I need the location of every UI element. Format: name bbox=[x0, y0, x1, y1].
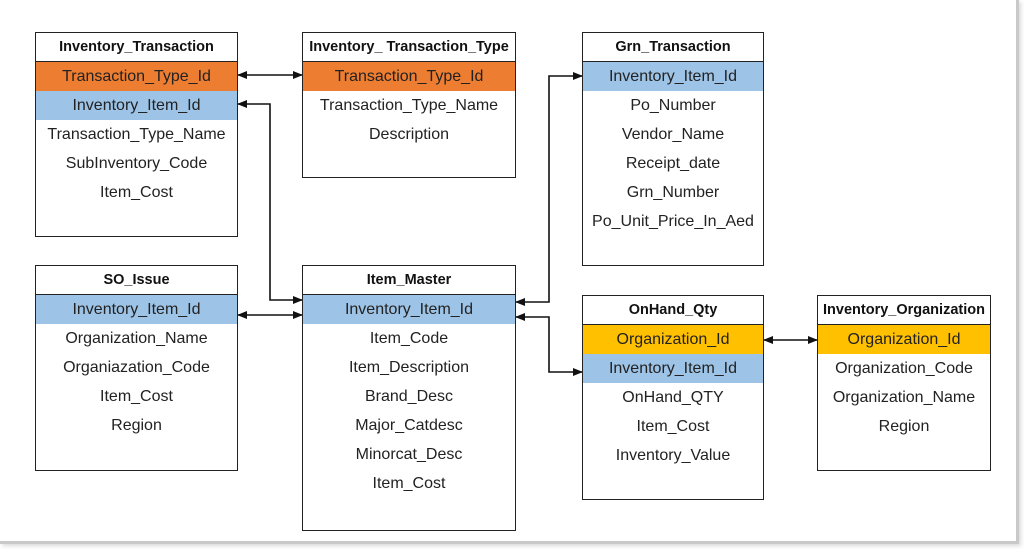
table-grn-transaction: Grn_Transaction Inventory_Item_Id Po_Num… bbox=[582, 32, 764, 266]
field-brand-desc: Brand_Desc bbox=[364, 388, 454, 405]
field-organization-code: Organiazation_Code bbox=[63, 359, 210, 376]
field-transaction-type-name: Transaction_Type_Name bbox=[47, 126, 226, 143]
table-title: Inventory_ Transaction_Type bbox=[303, 33, 515, 62]
field-item-cost: Item_Cost bbox=[100, 184, 173, 201]
field-onhand-qty: OnHand_QTY bbox=[622, 389, 724, 406]
table-title: Grn_Transaction bbox=[583, 33, 763, 62]
field-receipt-date: Receipt_date bbox=[625, 155, 721, 172]
table-title: Item_Master bbox=[303, 266, 515, 295]
table-so-issue: SO_Issue Inventory_Item_Id Organization_… bbox=[35, 265, 238, 471]
table-item-master: Item_Master Inventory_Item_Id Item_Code … bbox=[302, 265, 516, 531]
field-description: Description bbox=[368, 126, 450, 143]
table-inventory-organization: Inventory_Organization Organization_Id O… bbox=[817, 295, 991, 471]
field-subinventory-code: SubInventory_Code bbox=[65, 155, 208, 172]
table-onhand-qty: OnHand_Qty Organization_Id Inventory_Ite… bbox=[582, 295, 764, 500]
field-organization-name: Organization_Name bbox=[832, 389, 976, 406]
field-item-code: Item_Code bbox=[369, 330, 449, 347]
field-inventory-item-id: Inventory_Item_Id bbox=[36, 91, 237, 120]
field-item-cost: Item_Cost bbox=[100, 388, 173, 405]
field-major-catdesc: Major_Catdesc bbox=[355, 417, 463, 434]
field-item-description: Item_Description bbox=[348, 359, 470, 376]
field-region: Region bbox=[878, 418, 930, 435]
field-transaction-type-id: Transaction_Type_Id bbox=[303, 62, 515, 91]
table-title: Inventory_Transaction bbox=[36, 33, 237, 62]
table-title: OnHand_Qty bbox=[583, 296, 763, 325]
field-item-cost: Item_Cost bbox=[636, 418, 710, 435]
field-grn-number: Grn_Number bbox=[626, 184, 720, 201]
field-organization-id: Organization_Id bbox=[818, 325, 990, 354]
field-po-number: Po_Number bbox=[630, 97, 716, 114]
field-organization-code: Organization_Code bbox=[835, 360, 973, 377]
field-organization-name: Organization_Name bbox=[65, 330, 208, 347]
field-transaction-type-id: Transaction_Type_Id bbox=[36, 62, 237, 91]
field-inventory-item-id: Inventory_Item_Id bbox=[36, 295, 237, 324]
field-vendor-name: Vendor_Name bbox=[621, 126, 725, 143]
field-inventory-value: Inventory_Value bbox=[615, 447, 731, 464]
table-inventory-transaction: Inventory_Transaction Transaction_Type_I… bbox=[35, 32, 238, 237]
field-region: Region bbox=[111, 417, 162, 434]
field-transaction-type-name: Transaction_Type_Name bbox=[319, 97, 499, 114]
field-organization-id: Organization_Id bbox=[583, 325, 763, 354]
field-inventory-item-id: Inventory_Item_Id bbox=[583, 354, 763, 383]
field-po-unit-price: Po_Unit_Price_In_Aed bbox=[592, 213, 754, 230]
field-inventory-item-id: Inventory_Item_Id bbox=[303, 295, 515, 324]
table-title: SO_Issue bbox=[36, 266, 237, 295]
field-inventory-item-id: Inventory_Item_Id bbox=[583, 62, 763, 91]
field-item-cost: Item_Cost bbox=[372, 475, 446, 492]
field-minorcat-desc: Minorcat_Desc bbox=[355, 446, 463, 463]
table-title: Inventory_Organization bbox=[818, 296, 990, 325]
table-inventory-transaction-type: Inventory_ Transaction_Type Transaction_… bbox=[302, 32, 516, 178]
